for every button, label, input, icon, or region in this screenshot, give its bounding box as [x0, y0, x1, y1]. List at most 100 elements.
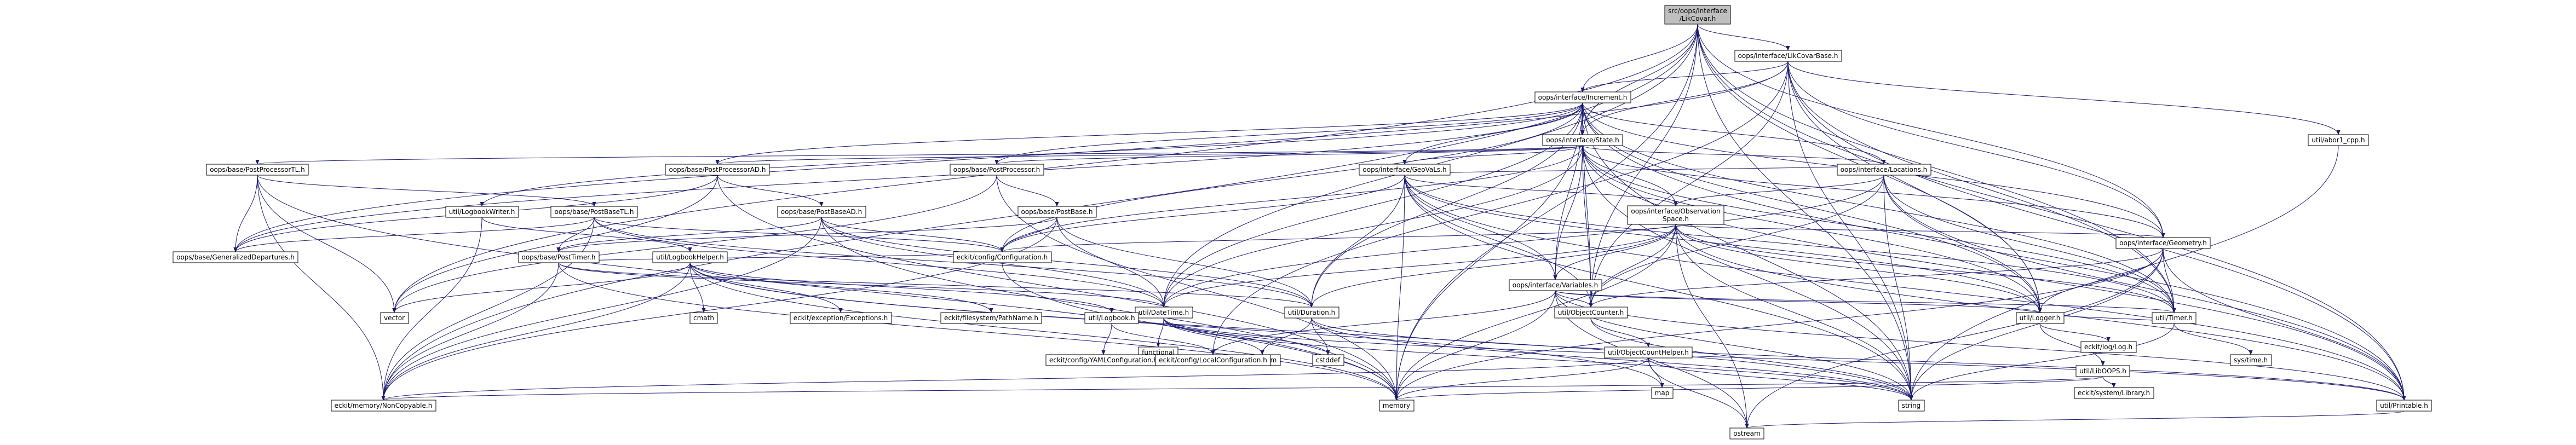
node-box [1359, 164, 1451, 176]
node-locations[interactable]: oops/interface/Locations.h [1837, 164, 1931, 176]
node-datetime[interactable]: util/DateTime.h [1135, 307, 1193, 319]
node-abor1[interactable]: util/abor1_cpp.h [2308, 134, 2369, 146]
edge-variables-to-memory [1394, 290, 1556, 401]
edge-line [381, 217, 595, 401]
edge-line [689, 262, 1664, 388]
node-map[interactable]: map [1651, 387, 1674, 399]
node-ppTL[interactable]: oops/base/PostProcessorTL.h [206, 164, 309, 176]
node-increment[interactable]: oops/interface/Increment.h [1534, 91, 1631, 103]
node-memory[interactable]: memory [1379, 400, 1415, 412]
node-library[interactable]: eckit/system/Library.h [2074, 387, 2154, 399]
edge-line [2163, 248, 2176, 313]
node-ppAD[interactable]: oops/base/PostProcessorAD.h [665, 164, 770, 176]
node-objcounter[interactable]: util/ObjectCounter.h [1554, 307, 1628, 319]
edge-libooops-to-library [2102, 376, 2116, 388]
node-label: oops/interface/Locations.h [1841, 166, 1928, 174]
edge-line [1311, 317, 1913, 401]
node-label: util/LogbookHelper.h [656, 253, 724, 261]
node-vector[interactable]: vector [380, 312, 409, 324]
edge-likcovarbase-to-printable [1787, 61, 2406, 401]
node-ecLogbook[interactable]: util/Logbook.h [1084, 312, 1139, 324]
node-logbookHelper[interactable]: util/LogbookHelper.h [652, 251, 728, 263]
node-loglog[interactable]: eckit/log/Log.h [2080, 341, 2137, 353]
edge-datetime-to-string [1163, 317, 1913, 401]
node-pb[interactable]: oops/base/PostBase.h [1017, 206, 1097, 218]
edge-line [1590, 317, 1651, 348]
edge-pb-to-duration [1056, 217, 1314, 308]
edge-line [1056, 217, 1166, 308]
edge-geovals-to-config [1000, 175, 1405, 252]
edge-pb-to-config [1000, 217, 1057, 252]
edge-line [1394, 248, 2164, 401]
edge-line [1404, 175, 2176, 313]
edge-line [1787, 61, 2406, 401]
node-box [950, 164, 1044, 176]
edge-line [382, 376, 2103, 401]
edge-state-to-ppAD [716, 145, 1583, 165]
node-posttimer[interactable]: oops/base/PostTimer.h [518, 251, 600, 263]
edge-line [689, 262, 1114, 313]
node-gendep[interactable]: oops/base/GeneralizedDepartures.h [173, 251, 298, 263]
edge-line [1000, 217, 1057, 252]
edge-line [594, 217, 1004, 252]
edge-line [1394, 175, 1405, 401]
node-variables[interactable]: oops/interface/Variables.h [1509, 279, 1602, 291]
node-pbTL[interactable]: oops/base/PostBaseTL.h [550, 206, 638, 218]
edge-logbookHelper-to-pathname [689, 262, 993, 313]
edge-line [2163, 248, 2406, 401]
node-likcovarbase[interactable]: oops/interface/LikCovarBase.h [1734, 50, 1842, 62]
node-pbAD[interactable]: oops/base/PostBaseAD.h [777, 206, 866, 218]
node-localconfig[interactable]: eckit/config/LocalConfiguration.h [1155, 354, 1271, 366]
node-timer[interactable]: util/Timer.h [2152, 312, 2196, 324]
node-noncopyable[interactable]: eckit/memory/NonCopyable.h [331, 400, 436, 412]
edge-line [558, 262, 1314, 308]
node-duration[interactable]: util/Duration.h [1284, 307, 1339, 319]
edge-ppTL-to-vector [257, 175, 396, 313]
node-printable[interactable]: util/Printable.h [2376, 400, 2432, 412]
edge-datetime-to-iostream [1163, 317, 1264, 355]
node-exceptions[interactable]: eckit/exception/Exceptions.h [790, 312, 892, 324]
edge-logbookHelper-to-cmath [689, 262, 706, 313]
node-pathname[interactable]: eckit/filesystem/PathName.h [940, 312, 1042, 324]
edge-line [715, 102, 1583, 165]
edge-line [1582, 102, 2406, 401]
node-state[interactable]: oops/interface/State.h [1542, 134, 1623, 146]
node-label: vector [384, 314, 405, 322]
node-config[interactable]: eckit/config/Configuration.h [953, 251, 1052, 263]
node-systime[interactable]: sys/time.h [2230, 354, 2272, 366]
edge-state-to-obsspace [1582, 145, 1678, 206]
node-label: eckit/system/Library.h [2078, 389, 2150, 397]
node-geovals[interactable]: oops/interface/GeoVaLs.h [1359, 164, 1451, 176]
edge-line [1000, 175, 1405, 252]
edge-line [257, 175, 386, 401]
edge-line [1589, 248, 2164, 308]
edge-locations-to-string [1883, 175, 1913, 401]
edge-state-to-geovals [1402, 145, 1583, 165]
edge-line [381, 217, 482, 401]
edge-line [689, 262, 843, 313]
node-pp[interactable]: oops/base/PostProcessor.h [950, 164, 1044, 176]
node-box [777, 206, 866, 218]
edge-line [1675, 224, 1913, 401]
edge-line [480, 102, 1583, 207]
node-logbookWriter[interactable]: util/LogbookWriter.h [445, 206, 519, 218]
node-ostream[interactable]: ostream [1729, 427, 1764, 440]
edge-line [1162, 145, 1583, 308]
edge-line [1555, 290, 2042, 313]
node-string[interactable]: string [1898, 400, 1925, 412]
node-box [652, 251, 728, 263]
edge-line [392, 262, 691, 313]
node-geometry[interactable]: oops/interface/Geometry.h [2115, 237, 2211, 249]
node-cstddef[interactable]: cstddef [1312, 354, 1344, 366]
node-label: util/ObjectCounter.h [1558, 309, 1624, 316]
edge-line [556, 217, 595, 252]
node-cmath[interactable]: cmath [689, 312, 718, 324]
edge-line [1162, 224, 1676, 308]
node-libooops[interactable]: util/LibOOPS.h [2075, 365, 2130, 377]
node-objcounthelper[interactable]: util/ObjectCountHelper.h [1604, 346, 1693, 359]
node-yamlconfig[interactable]: eckit/config/YAMLConfiguration.h [1045, 354, 1162, 366]
edge-root-to-vector [392, 24, 1698, 313]
node-logger[interactable]: util/Logger.h [2016, 312, 2065, 324]
